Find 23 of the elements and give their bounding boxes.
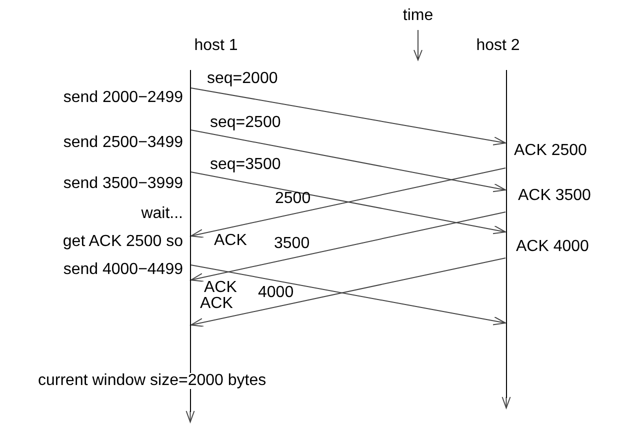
wait-note: wait... (141, 206, 183, 222)
ack-text: ACK (214, 233, 247, 249)
send-note: send 3500−3999 (63, 176, 183, 192)
ack-note: ACK 3500 (518, 188, 591, 204)
ack-text: ACK (200, 296, 233, 312)
ack-note: ACK 2500 (514, 143, 587, 159)
edge-label: seq=2500 (210, 115, 281, 131)
ack-note: ACK 4000 (516, 239, 589, 255)
message-arrow (190, 88, 506, 146)
ack-number: 4000 (258, 285, 294, 301)
edge-label: seq=3500 (210, 157, 281, 173)
send-note: send 2500−3499 (63, 135, 183, 151)
window-size-note: current window size=2000 bytes (38, 373, 266, 389)
send-note: send 4000−4499 (63, 262, 183, 278)
note: get ACK 2500 so (62, 234, 183, 250)
message-arrow (190, 212, 506, 282)
axis-label: time (402, 8, 434, 24)
edge-label: seq=2000 (207, 71, 278, 87)
ack-number: 2500 (275, 191, 311, 207)
ack-number: 3500 (274, 236, 310, 252)
message-arrow (190, 130, 506, 192)
send-note: send 2000−2499 (63, 90, 183, 106)
ack-text: ACK (204, 280, 237, 296)
